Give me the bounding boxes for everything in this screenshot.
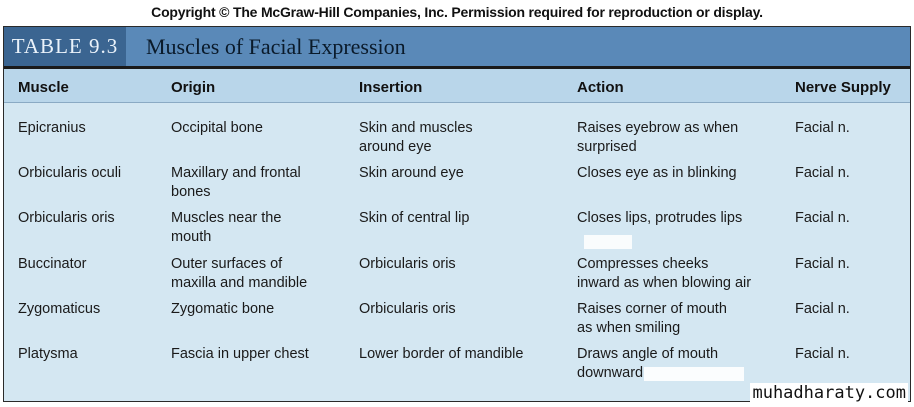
table-number: TABLE 9.3 <box>4 27 126 66</box>
cell-muscle: Orbicularis oris <box>18 210 115 226</box>
table-panel: TABLE 9.3 Muscles of Facial Expression M… <box>3 26 911 402</box>
cell-insertion: Skin around eye <box>359 165 464 181</box>
cell-action: Closes eye as in blinking <box>577 165 737 181</box>
header-muscle: Muscle <box>18 79 69 96</box>
cell-origin: Zygomatic bone <box>171 301 275 317</box>
white-patch <box>584 235 632 249</box>
cell-nerve: Facial n. <box>795 346 850 362</box>
cell-insertion: Orbicularis oris <box>359 256 456 272</box>
cell-insertion: Orbicularis oris <box>359 301 456 317</box>
table-header-row: Muscle Origin Insertion Action Nerve Sup… <box>4 69 910 103</box>
header-nerve-supply: Nerve Supply <box>795 79 891 96</box>
cell-muscle: Platysma <box>18 346 78 362</box>
cell-muscle: Epicranius <box>18 120 86 136</box>
cell-muscle: Buccinator <box>18 256 87 272</box>
cell-action: Closes lips, protrudes lips <box>577 210 743 226</box>
cell-muscle: Orbicularis oculi <box>18 165 122 181</box>
cell-insertion: Lower border of mandible <box>359 346 524 362</box>
header-insertion: Insertion <box>359 79 423 96</box>
header-action: Action <box>577 79 624 96</box>
cell-nerve: Facial n. <box>795 165 850 181</box>
cell-nerve: Facial n. <box>795 301 850 317</box>
cell-insertion: Skin of central lip <box>359 210 470 226</box>
cell-nerve: Facial n. <box>795 210 850 226</box>
table-title-bar: TABLE 9.3 Muscles of Facial Expression <box>4 27 910 69</box>
cell-muscle: Zygomaticus <box>18 301 101 317</box>
header-origin: Origin <box>171 79 216 96</box>
cell-origin: Fascia in upper chest <box>171 346 309 362</box>
copyright-notice: Copyright © The McGraw-Hill Companies, I… <box>151 4 763 20</box>
table-title: Muscles of Facial Expression <box>146 33 406 59</box>
watermark-text: muhadharaty.com <box>750 383 908 403</box>
cell-nerve: Facial n. <box>795 256 850 272</box>
white-patch <box>644 367 744 381</box>
cell-origin: Occipital bone <box>171 120 263 136</box>
cell-nerve: Facial n. <box>795 120 850 136</box>
